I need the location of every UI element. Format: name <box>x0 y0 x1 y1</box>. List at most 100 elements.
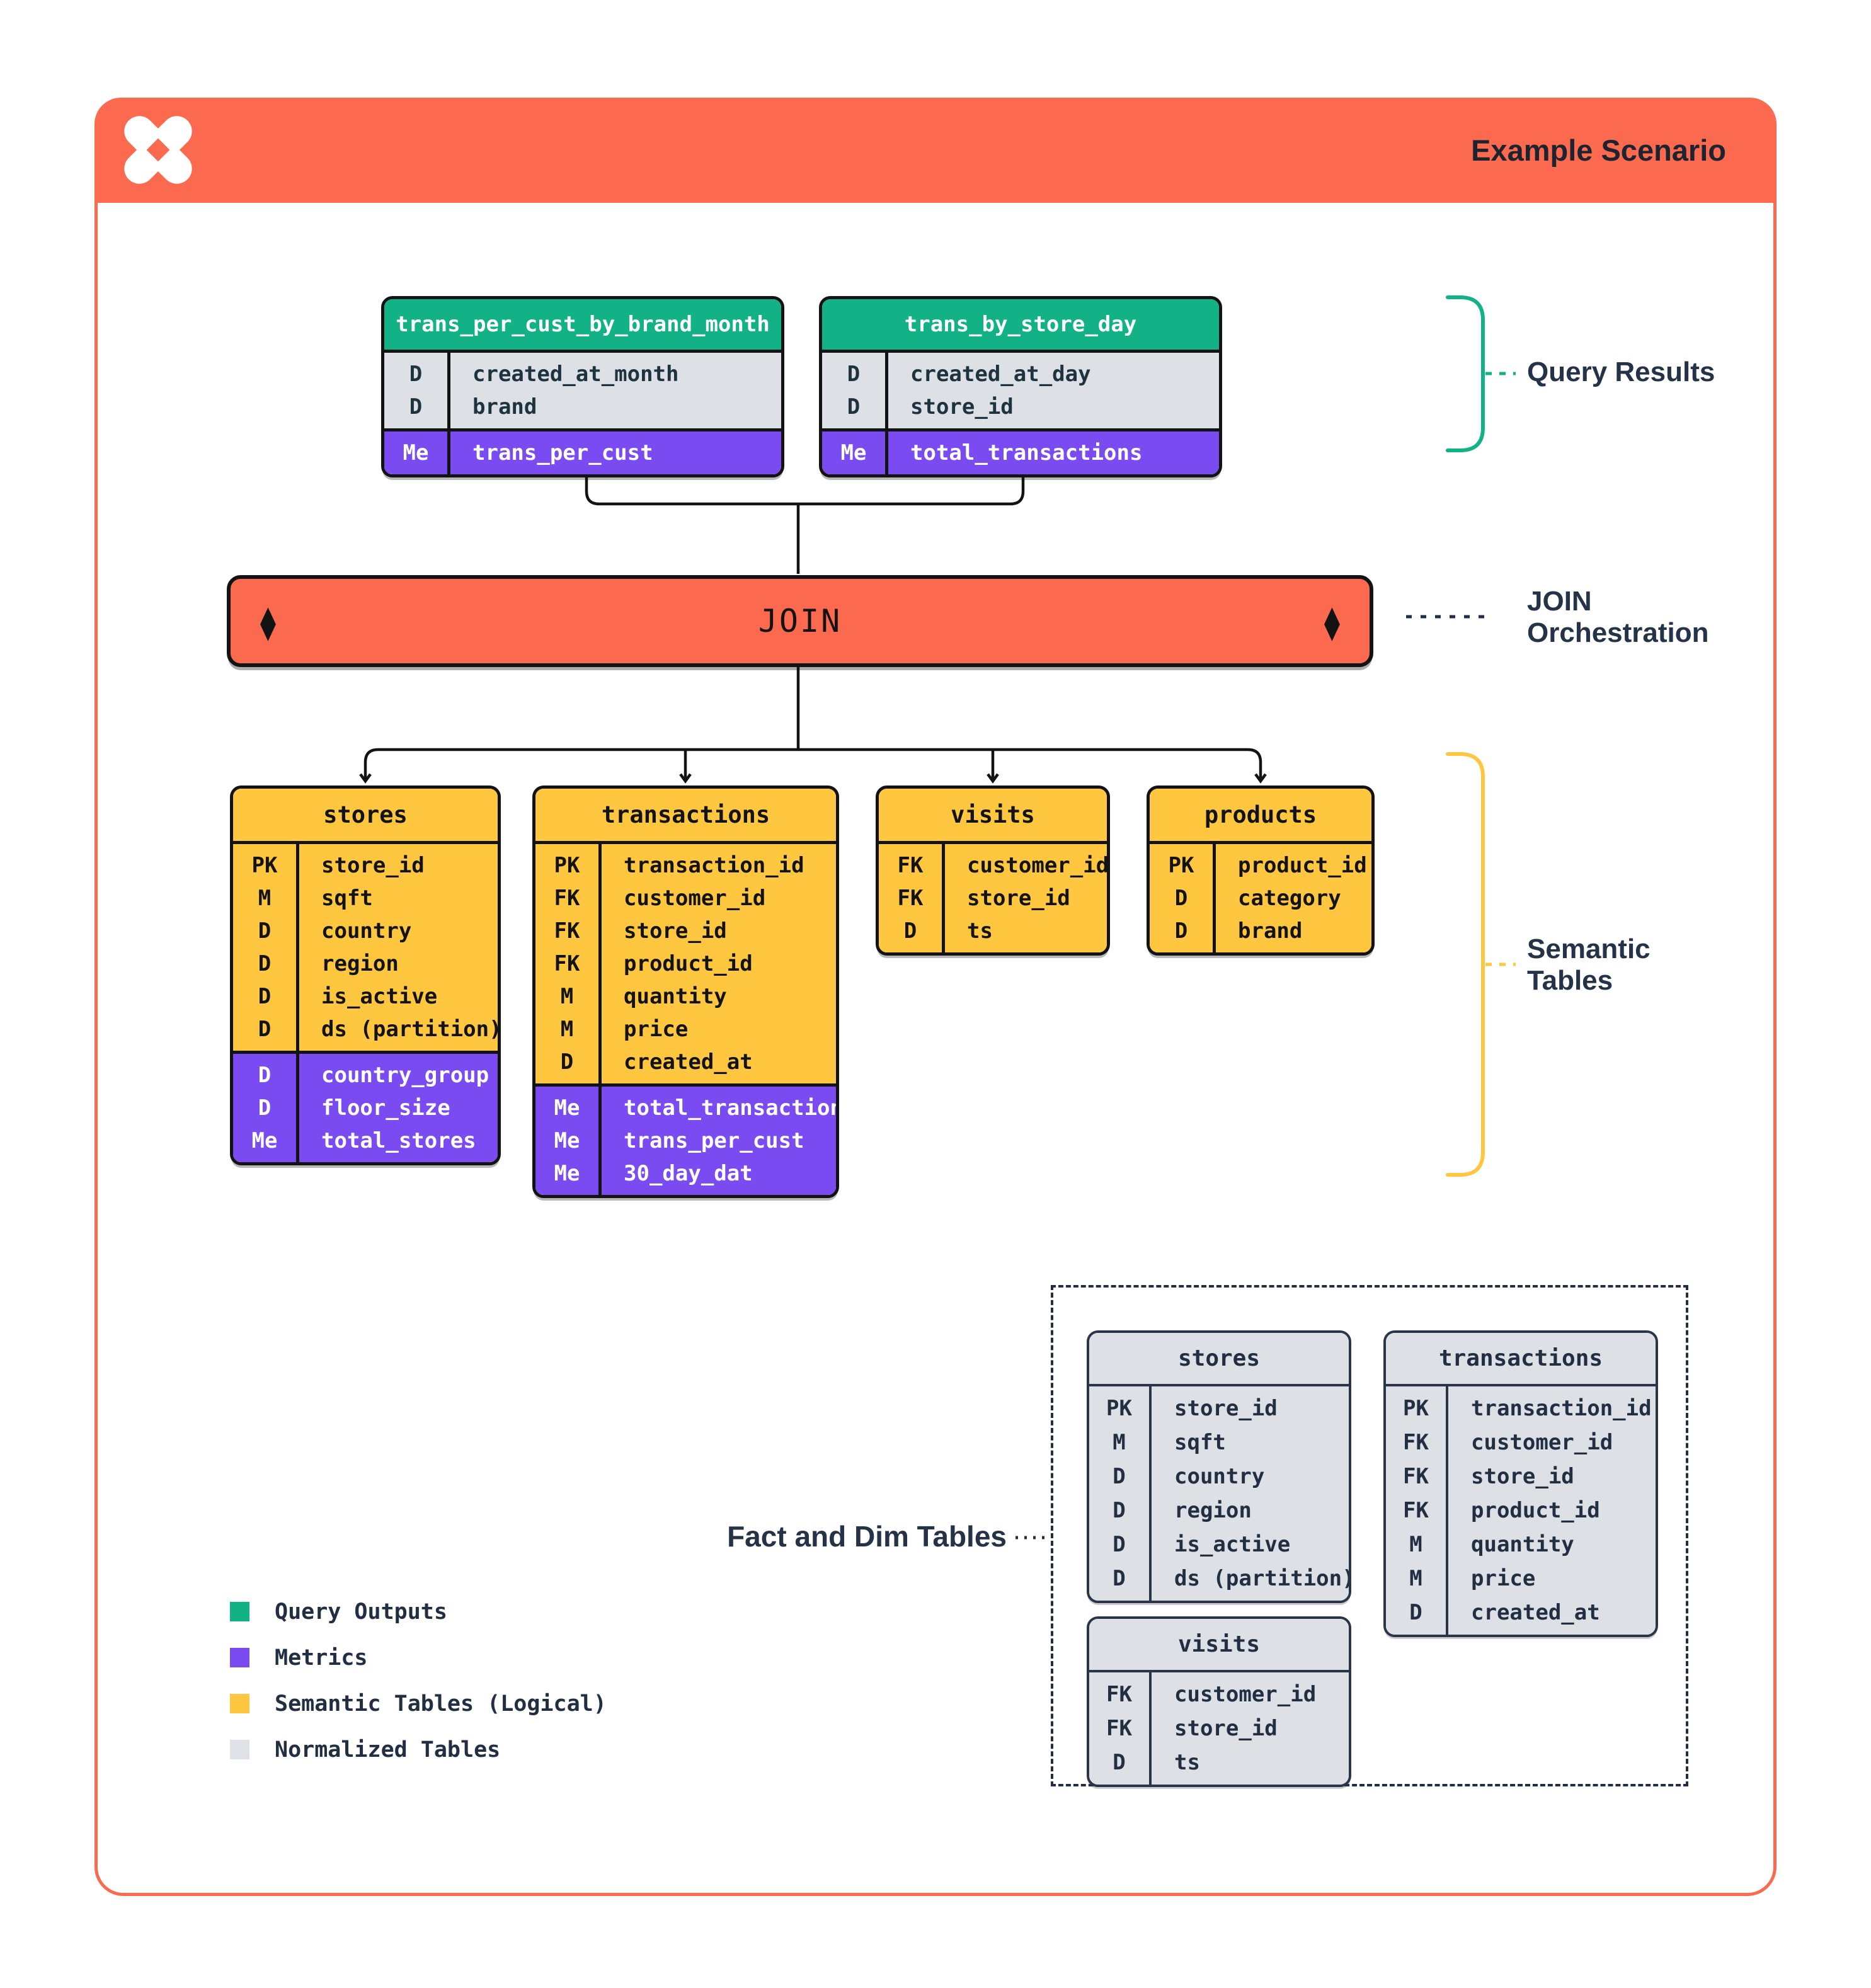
row-field-name: country_group <box>321 1063 489 1088</box>
join-label: JOIN <box>758 603 842 639</box>
table-row: FK store_id <box>1386 1460 1656 1494</box>
row-key-badge: D <box>409 362 423 387</box>
legend-swatch-icon <box>230 1602 249 1621</box>
legend-item: Normalized Tables <box>230 1727 607 1773</box>
table-row: M sqft <box>1089 1425 1349 1460</box>
row-field-name: total_transactions <box>910 440 1143 466</box>
card-header: Example Scenario <box>94 98 1777 203</box>
table-row: D created_at <box>535 1046 836 1078</box>
table-dimension-rows: D created_at_month D brand <box>384 353 781 428</box>
row-key-badge: D <box>258 918 272 944</box>
row-key-badge: FK <box>1403 1498 1429 1523</box>
legend-item: Semantic Tables (Logical) <box>230 1681 607 1727</box>
table-row: PK transaction_id <box>535 849 836 882</box>
table-row: D store_id <box>822 391 1219 423</box>
table-rows: PK transaction_id FK customer_id FK stor… <box>1386 1386 1656 1635</box>
row-field-name: quantity <box>624 984 727 1009</box>
table-row: PK store_id <box>1089 1391 1349 1425</box>
table-row: D country_group <box>233 1059 498 1092</box>
table-row: D country <box>233 915 498 947</box>
row-key-badge: D <box>258 951 272 976</box>
legend-label: Normalized Tables <box>275 1737 501 1762</box>
row-key-badge: D <box>1113 1566 1126 1591</box>
query-table-trans-by-store-day: trans_by_store_day D created_at_day D st… <box>819 296 1222 477</box>
table-row: D created_at <box>1386 1596 1656 1630</box>
table-metric-rows: Me total_transactions Me trans_per_cust … <box>535 1083 836 1195</box>
semantic-tables-line1: Semantic <box>1527 934 1651 964</box>
query-results-text: Query Results <box>1527 357 1715 387</box>
normalized-table-stores: stores PK store_id M sqft D country <box>1087 1330 1351 1603</box>
table-row: D brand <box>384 391 781 423</box>
pinwheel-x-logo-icon <box>118 110 198 190</box>
table-row: M quantity <box>535 980 836 1013</box>
legend-item: Metrics <box>230 1635 607 1681</box>
row-field-name: created_at_day <box>910 362 1091 387</box>
table-title: visits <box>1089 1619 1349 1672</box>
row-field-name: floor_size <box>321 1095 450 1121</box>
row-field-name: created_at_month <box>472 362 679 387</box>
query-table-trans-per-cust-by-brand-month: trans_per_cust_by_brand_month D created_… <box>381 296 784 477</box>
row-field-name: country <box>321 918 412 944</box>
row-key-badge: PK <box>554 853 580 878</box>
table-title: visits <box>879 789 1107 844</box>
row-key-badge: PK <box>251 853 278 878</box>
table-dimension-rows: PK transaction_id FK customer_id FK stor… <box>535 844 836 1083</box>
row-field-name: customer_id <box>624 886 766 911</box>
table-row: D ts <box>879 915 1107 947</box>
fact-dim-tables-text: Fact and Dim Tables <box>727 1520 1007 1553</box>
row-field-name: store_id <box>1471 1464 1574 1489</box>
row-key-badge: D <box>560 1049 574 1075</box>
row-field-name: transaction_id <box>1471 1396 1652 1421</box>
table-title: trans_per_cust_by_brand_month <box>384 299 781 353</box>
legend: Query Outputs Metrics Semantic Tables (L… <box>230 1589 607 1773</box>
row-key-badge: D <box>258 1017 272 1042</box>
row-key-badge: M <box>560 1017 574 1042</box>
row-field-name: product_id <box>624 951 753 976</box>
row-key-badge: FK <box>554 951 580 976</box>
row-field-name: price <box>1471 1566 1536 1591</box>
row-key-badge: FK <box>1106 1682 1132 1707</box>
row-field-name: product_id <box>1238 853 1367 878</box>
table-dimension-rows: D created_at_day D store_id <box>822 353 1219 428</box>
row-key-badge: FK <box>1106 1716 1132 1741</box>
table-row: FK customer_id <box>879 849 1107 882</box>
table-row: Me trans_per_cust <box>535 1124 836 1157</box>
row-field-name: customer_id <box>1471 1430 1613 1455</box>
fact-dim-tables-box <box>1051 1285 1688 1786</box>
row-field-name: ts <box>1174 1750 1200 1775</box>
row-field-name: store_id <box>967 886 1070 911</box>
row-field-name: product_id <box>1471 1498 1600 1523</box>
semantic-table-products: products PK product_id D category D bran… <box>1147 785 1375 956</box>
row-field-name: is_active <box>1174 1532 1291 1557</box>
semantic-tables-line2: Tables <box>1527 965 1613 996</box>
normalized-table-visits: visits FK customer_id FK store_id D ts <box>1087 1616 1351 1787</box>
table-title: transactions <box>1386 1333 1656 1386</box>
row-field-name: store_id <box>321 853 425 878</box>
table-row: D ds (partition) <box>233 1013 498 1046</box>
row-field-name: 30_day_dat <box>624 1161 753 1186</box>
row-key-badge: D <box>1113 1498 1126 1523</box>
table-row: M price <box>535 1013 836 1046</box>
diamond-icon: ◆ <box>260 586 277 653</box>
row-key-badge: D <box>1174 886 1188 911</box>
row-key-badge: D <box>903 918 917 944</box>
row-key-badge: FK <box>1403 1464 1429 1489</box>
row-field-name: trans_per_cust <box>472 440 653 466</box>
table-row: FK customer_id <box>535 882 836 915</box>
row-field-name: store_id <box>624 918 727 944</box>
legend-label: Query Outputs <box>275 1599 447 1625</box>
legend-label: Metrics <box>275 1645 368 1671</box>
row-key-badge: D <box>1113 1532 1126 1557</box>
join-orchestration-line2: Orchestration <box>1527 617 1709 648</box>
table-rows: FK customer_id FK store_id D ts <box>1089 1672 1349 1785</box>
row-key-badge: D <box>1409 1600 1422 1625</box>
row-key-badge: Me <box>554 1161 580 1186</box>
table-title: transactions <box>535 789 836 844</box>
join-orchestration-line1: JOIN <box>1527 586 1592 617</box>
row-key-badge: D <box>1174 918 1188 944</box>
normalized-table-transactions: transactions PK transaction_id FK custom… <box>1383 1330 1658 1637</box>
table-row: Me total_transactions <box>535 1092 836 1124</box>
table-row: M price <box>1386 1562 1656 1596</box>
row-field-name: quantity <box>1471 1532 1574 1557</box>
row-field-name: country <box>1174 1464 1265 1489</box>
